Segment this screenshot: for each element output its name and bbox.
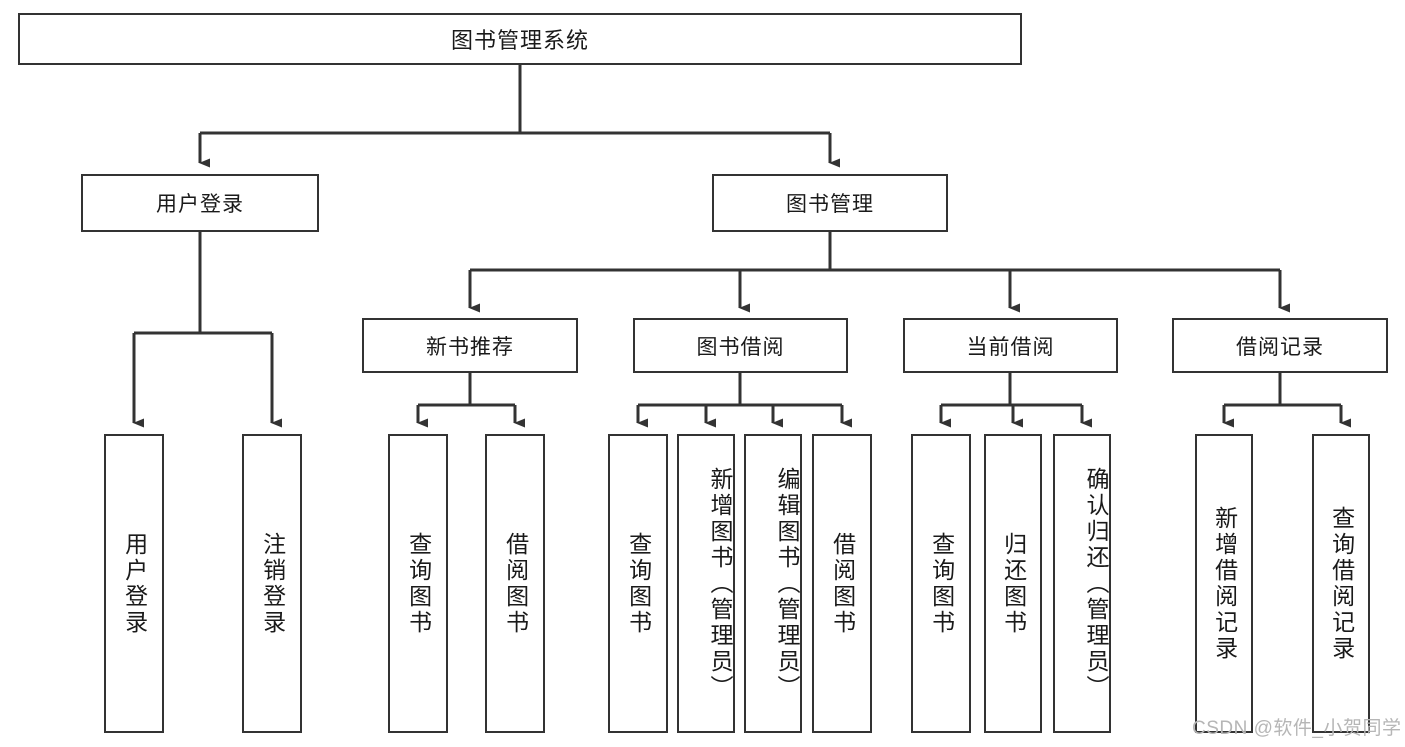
edge-userlogin-to-leaves (132, 232, 282, 428)
edge-newbookrec-to-leaves (416, 373, 525, 428)
node-label: 借阅图书 (829, 531, 856, 636)
node-label: 编辑图书（管理员） (774, 466, 800, 701)
node-label: 借阅记录 (1236, 335, 1324, 359)
edge-currentborrow-to-leaves (939, 373, 1092, 428)
node-leaf-add-book[interactable]: 新增图书（管理员） (677, 434, 735, 733)
node-label: 用户登录 (156, 193, 244, 216)
watermark: CSDN @软件_小贺同学 (1192, 718, 1402, 739)
node-leaf-add-record[interactable]: 新增借阅记录 (1195, 434, 1253, 733)
edge-borrowrecord-to-leaves (1222, 373, 1351, 428)
node-root-system[interactable]: 图书管理系统 (18, 13, 1022, 65)
node-leaf-borrow-book-2[interactable]: 借阅图书 (812, 434, 872, 733)
node-label: 查询图书 (405, 531, 432, 636)
node-label: 归还图书 (1000, 531, 1027, 636)
node-leaf-query-book-3[interactable]: 查询图书 (911, 434, 971, 733)
node-label: 图书管理系统 (450, 28, 589, 53)
node-current-borrow[interactable]: 当前借阅 (903, 318, 1118, 373)
node-label: 借阅图书 (502, 531, 529, 636)
node-leaf-query-book-2[interactable]: 查询图书 (608, 434, 668, 733)
node-label: 新增图书（管理员） (707, 466, 733, 701)
node-label: 当前借阅 (966, 335, 1055, 359)
node-leaf-confirm-return[interactable]: 确认归还（管理员） (1053, 434, 1111, 733)
node-leaf-borrow-book-1[interactable]: 借阅图书 (485, 434, 545, 733)
node-label: 注销登录 (259, 531, 286, 636)
node-new-book-recommend[interactable]: 新书推荐 (362, 318, 578, 373)
node-label: 查询借阅记录 (1328, 505, 1355, 662)
node-leaf-query-book-1[interactable]: 查询图书 (388, 434, 448, 733)
node-leaf-query-record[interactable]: 查询借阅记录 (1312, 434, 1370, 733)
node-label: 图书管理 (786, 193, 874, 216)
edge-root-to-level1 (198, 65, 840, 168)
node-book-manage[interactable]: 图书管理 (712, 174, 948, 232)
node-book-borrow[interactable]: 图书借阅 (633, 318, 848, 373)
node-leaf-edit-book[interactable]: 编辑图书（管理员） (744, 434, 802, 733)
edge-bookborrow-to-leaves (636, 373, 852, 428)
node-label: 查询图书 (625, 531, 652, 636)
node-user-login[interactable]: 用户登录 (81, 174, 319, 232)
node-leaf-logout[interactable]: 注销登录 (242, 434, 302, 733)
node-label: 用户登录 (121, 531, 148, 636)
node-leaf-user-login[interactable]: 用户登录 (104, 434, 164, 733)
node-label: 查询图书 (928, 531, 955, 636)
node-leaf-return-book[interactable]: 归还图书 (984, 434, 1042, 733)
node-label: 新增借阅记录 (1211, 505, 1238, 662)
node-label: 图书借阅 (696, 335, 785, 359)
node-label: 新书推荐 (426, 335, 514, 359)
node-borrow-record[interactable]: 借阅记录 (1172, 318, 1388, 373)
node-label: 确认归还（管理员） (1083, 466, 1109, 701)
edge-bookmanage-to-level2 (468, 232, 1290, 313)
